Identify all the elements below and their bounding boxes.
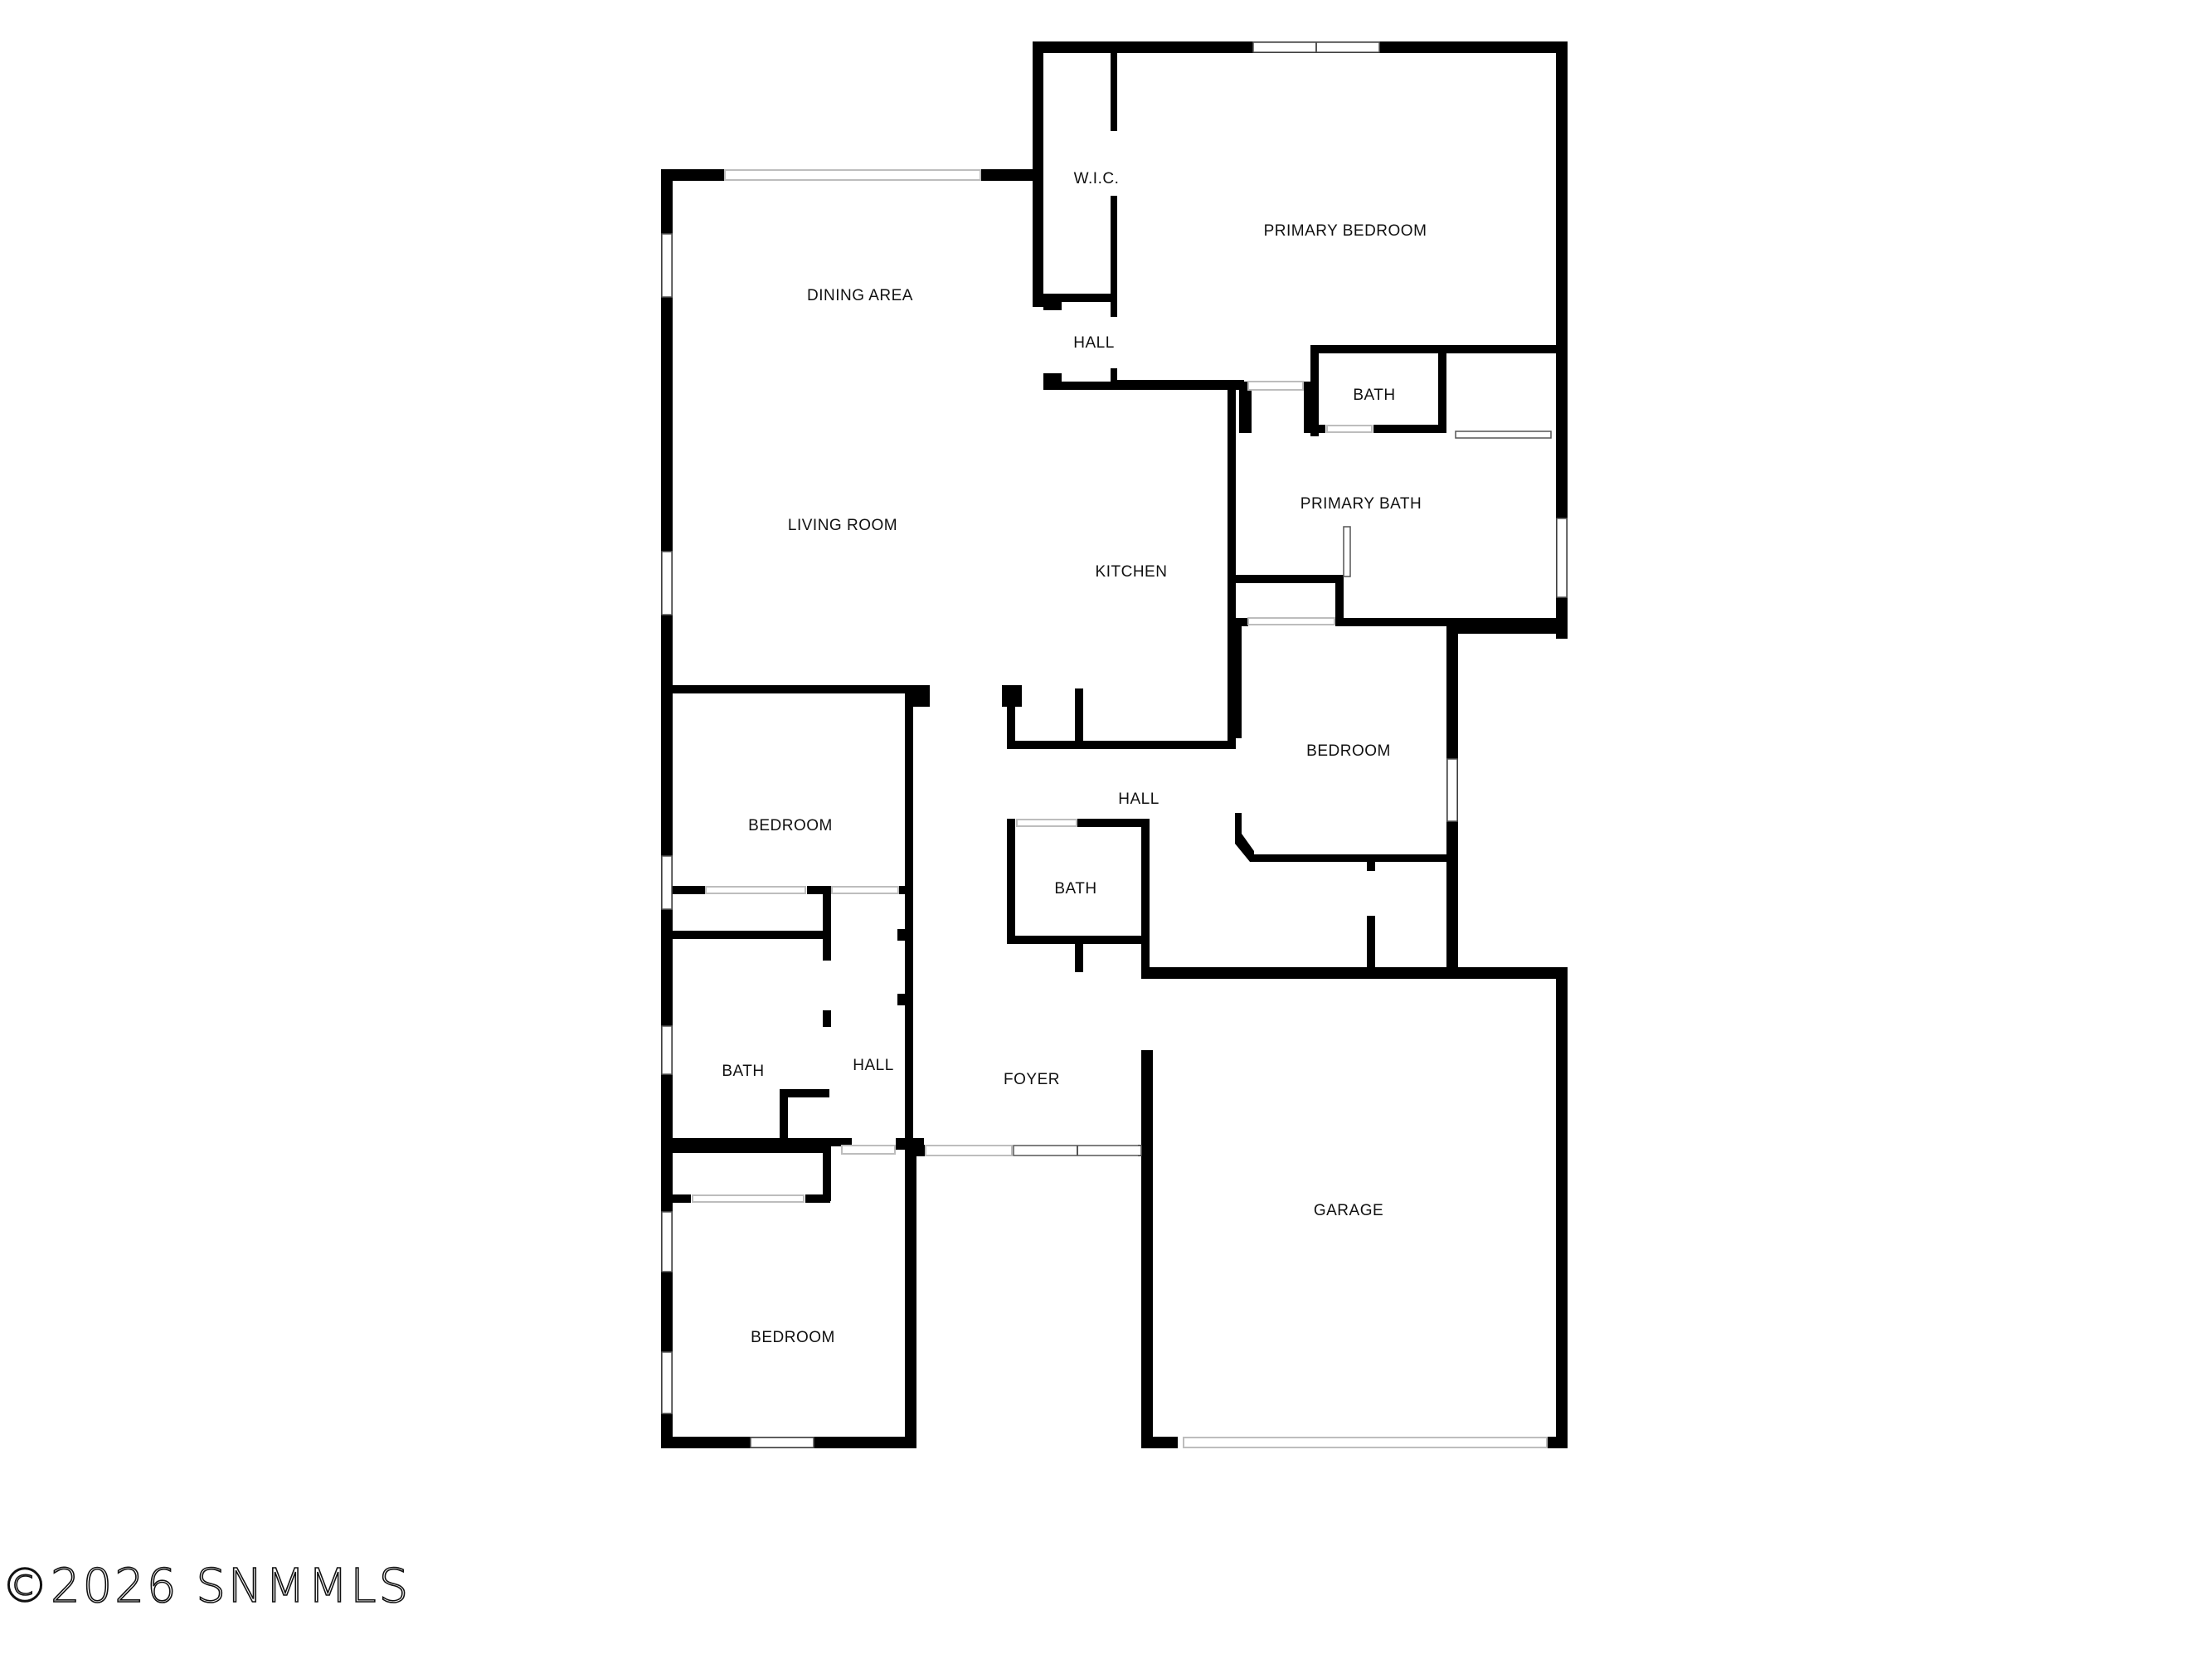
room-label-bath-center: BATH [1054, 880, 1096, 898]
room-label-bath-left: BATH [722, 1063, 764, 1080]
room-label-wic: W.I.C. [1074, 170, 1120, 187]
copyright-watermark: ©2026 SNMMLS [1, 1559, 411, 1614]
room-label-bedroom-right: BEDROOM [1306, 742, 1391, 760]
room-label-foyer: FOYER [1004, 1071, 1060, 1088]
room-label-dining-area: DINING AREA [807, 287, 913, 304]
room-label-bath-wc: BATH [1353, 387, 1395, 404]
room-label-bedroom-left-top: BEDROOM [748, 817, 833, 834]
room-label-living-room: LIVING ROOM [788, 517, 897, 534]
room-label-primary-bedroom: PRIMARY BEDROOM [1264, 222, 1427, 240]
walls [661, 41, 1568, 1448]
room-label-primary-bath: PRIMARY BATH [1300, 495, 1422, 513]
windows [661, 41, 1568, 1448]
room-label-hall-left: HALL [853, 1057, 894, 1074]
room-label-bedroom-left-bottom: BEDROOM [751, 1329, 835, 1346]
room-label-hall-center: HALL [1118, 791, 1159, 808]
openings [692, 169, 1548, 1448]
room-label-garage: GARAGE [1314, 1202, 1383, 1219]
room-labels: W.I.C. PRIMARY BEDROOM DINING AREA HALL … [722, 170, 1427, 1346]
room-label-kitchen: KITCHEN [1096, 563, 1168, 581]
room-label-hall-upper: HALL [1073, 334, 1115, 352]
